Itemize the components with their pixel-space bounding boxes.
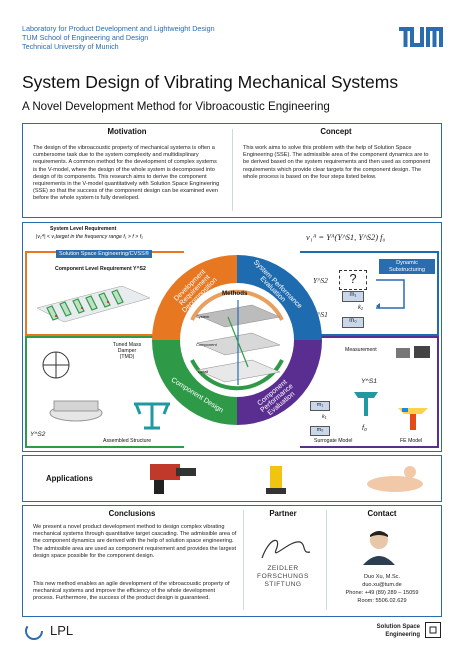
- contact-room: Room: 5506.02.629: [357, 598, 407, 604]
- lpl-text: LPL: [50, 623, 74, 638]
- system-req-formula: |v₁ᴬ| < v₁target in the frequency range …: [36, 234, 144, 240]
- spring-k1-bottom: k₁: [322, 414, 327, 420]
- header-line-2: TUM School of Engineering and Design: [22, 33, 149, 42]
- conclusions-text-2: This new method enables an agile develop…: [33, 581, 230, 602]
- conclusions-heading: Conclusions: [108, 509, 156, 518]
- section-divider: [232, 129, 233, 211]
- measurement-label: Measurement: [345, 347, 377, 353]
- application-images: [140, 458, 440, 498]
- poster-subtitle: A Novel Development Method for Vibroacou…: [22, 100, 330, 113]
- contact-email[interactable]: duo.xu@tum.de: [362, 582, 402, 588]
- dynamic-substructuring-label: Dynamic Substructuring: [379, 259, 435, 274]
- sse-footer-line-1: Solution Space: [376, 624, 420, 630]
- mass-m0-top: m₀: [342, 317, 364, 328]
- contact-heading: Contact: [367, 509, 397, 518]
- lpl-logo: [24, 621, 94, 641]
- sse-footer-line-2: Engineering: [385, 632, 420, 638]
- mass-m0-bottom: m₀: [310, 426, 330, 436]
- ys1-bottom-label: Y^S1: [361, 378, 378, 385]
- header: Laboratory for Product Development and L…: [22, 24, 215, 51]
- divider-contact: [326, 510, 327, 610]
- substructuring-bracket: [374, 278, 412, 310]
- layer-component-label: Component: [196, 342, 217, 347]
- zeidler-line-1: ZEIDLER: [267, 565, 299, 572]
- divider-partner: [243, 510, 244, 610]
- mass-m1-top: m₁: [342, 291, 364, 302]
- methods-label: Methods: [222, 290, 248, 297]
- applications-heading: Applications: [46, 474, 93, 483]
- quadrant-bottom-right: [300, 336, 439, 448]
- bottom-box: [22, 505, 442, 617]
- zeidler-logo: [256, 532, 314, 592]
- solution-space-plot: [32, 278, 152, 326]
- concept-heading: Concept: [320, 127, 352, 136]
- poster-title: System Design of Vibrating Mechanical Sy…: [22, 72, 399, 92]
- sse-button: Solution Space Engineering/CVSS®: [56, 250, 152, 258]
- tmd-label: Tuned Mass Damper (TMD): [112, 342, 142, 360]
- header-line-1: Laboratory for Product Development and L…: [22, 24, 215, 33]
- assembled-structure-image: [130, 398, 174, 434]
- tmd-stand-icon: [352, 386, 380, 422]
- equation: v₁ᴬ = Yᴬ(Y^S1, Y^S2) f₀: [306, 232, 386, 242]
- contact-name: Duo Xu, M.Sc.: [363, 574, 401, 580]
- surrogate-model-label: Surrogate Model: [314, 438, 353, 444]
- system-req-label: System Level Requirement: [50, 226, 117, 232]
- contact-info: Duo Xu, M.Sc. duo.xu@tum.de Phone: +49 (…: [328, 573, 436, 605]
- zeidler-line-3: STIFTUNG: [264, 581, 302, 588]
- zeidler-line-2: FORSCHUNGS: [257, 573, 309, 580]
- tmd-images: [34, 343, 114, 433]
- measurement-devices: [394, 342, 434, 364]
- contact-phone: Phone: +49 (89) 289 – 15059: [345, 590, 419, 596]
- mass-m1-bottom: m₁: [310, 401, 330, 411]
- methods-circle: [152, 255, 322, 425]
- spring-k1-top: k₁: [358, 305, 363, 311]
- quadrant-top-right: [300, 251, 439, 336]
- tum-logo: [399, 27, 443, 47]
- ys1-label: Y^S1: [313, 310, 328, 319]
- question-box: ?: [339, 270, 367, 290]
- assembled-structure-label: Assembled Structure: [103, 438, 152, 444]
- diagram-box: [22, 222, 442, 452]
- fe-model-image: [396, 404, 430, 434]
- motivation-text: The design of the vibroacoustic property…: [33, 145, 220, 202]
- applications-box: [22, 455, 442, 502]
- zeidler-logo-text: ZEIDLER FORSCHUNGS STIFTUNG: [246, 565, 320, 589]
- sse-footer-text: Solution Space Engineering: [350, 623, 420, 639]
- header-line-3: Technical University of Munich: [22, 42, 119, 51]
- motivation-heading: Motivation: [107, 127, 147, 136]
- motivation-concept-box: [22, 123, 442, 218]
- component-req-label: Component Level Requirement Y^S2: [55, 266, 146, 272]
- quadrant-bottom-left: [25, 336, 184, 448]
- layer-system-label: System: [196, 314, 210, 319]
- layer-detail-label: Detail: [198, 369, 209, 374]
- conclusions-text-1: We present a novel product development m…: [33, 524, 237, 559]
- avatar: [359, 525, 399, 565]
- f0-label: f₀: [362, 425, 367, 432]
- partner-heading: Partner: [269, 509, 297, 518]
- ys2-bottom-label: Y^S2: [30, 431, 46, 438]
- fe-model-label: FE Model: [400, 438, 423, 444]
- ys2-label: Y^S2: [313, 276, 328, 285]
- concept-text: This work aims to solve this problem wit…: [243, 145, 431, 180]
- sse-logo-icon: [425, 622, 441, 638]
